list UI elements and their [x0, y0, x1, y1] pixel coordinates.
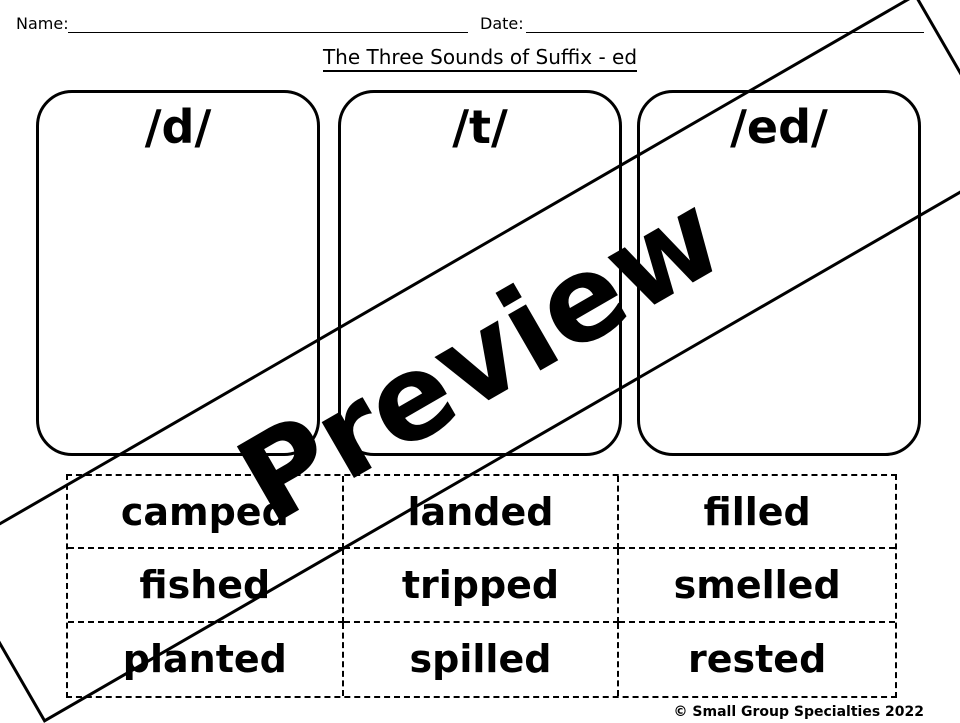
sort-box-d: /d/	[36, 90, 320, 456]
name-line[interactable]	[68, 32, 468, 33]
sort-heading-d: /d/	[144, 100, 212, 154]
name-label: Name:	[16, 14, 69, 33]
word-card[interactable]: fished	[68, 549, 344, 623]
word-card[interactable]: filled	[619, 476, 895, 550]
word-card[interactable]: camped	[68, 476, 344, 550]
sort-box-ed: /ed/	[637, 90, 921, 456]
sort-heading-ed: /ed/	[730, 100, 828, 154]
word-card[interactable]: smelled	[619, 549, 895, 623]
word-card[interactable]: landed	[343, 476, 620, 550]
sort-heading-t: /t/	[452, 100, 508, 154]
sort-box-t: /t/	[338, 90, 622, 456]
worksheet-title: The Three Sounds of Suffix - ed	[0, 44, 960, 72]
word-card[interactable]: rested	[688, 637, 827, 682]
word-card[interactable]: spilled	[344, 622, 620, 696]
copyright-notice: © Small Group Specialties 2022	[673, 704, 924, 720]
word-card-grid: camped landed filled fished tripped smel…	[66, 474, 897, 698]
word-card[interactable]: tripped	[343, 549, 620, 623]
header-row: Name: Date:	[0, 14, 960, 38]
date-line[interactable]	[526, 32, 924, 33]
date-label: Date:	[480, 14, 524, 33]
word-card[interactable]: planted	[68, 622, 344, 696]
worksheet-title-text: The Three Sounds of Suffix - ed	[322, 45, 638, 72]
